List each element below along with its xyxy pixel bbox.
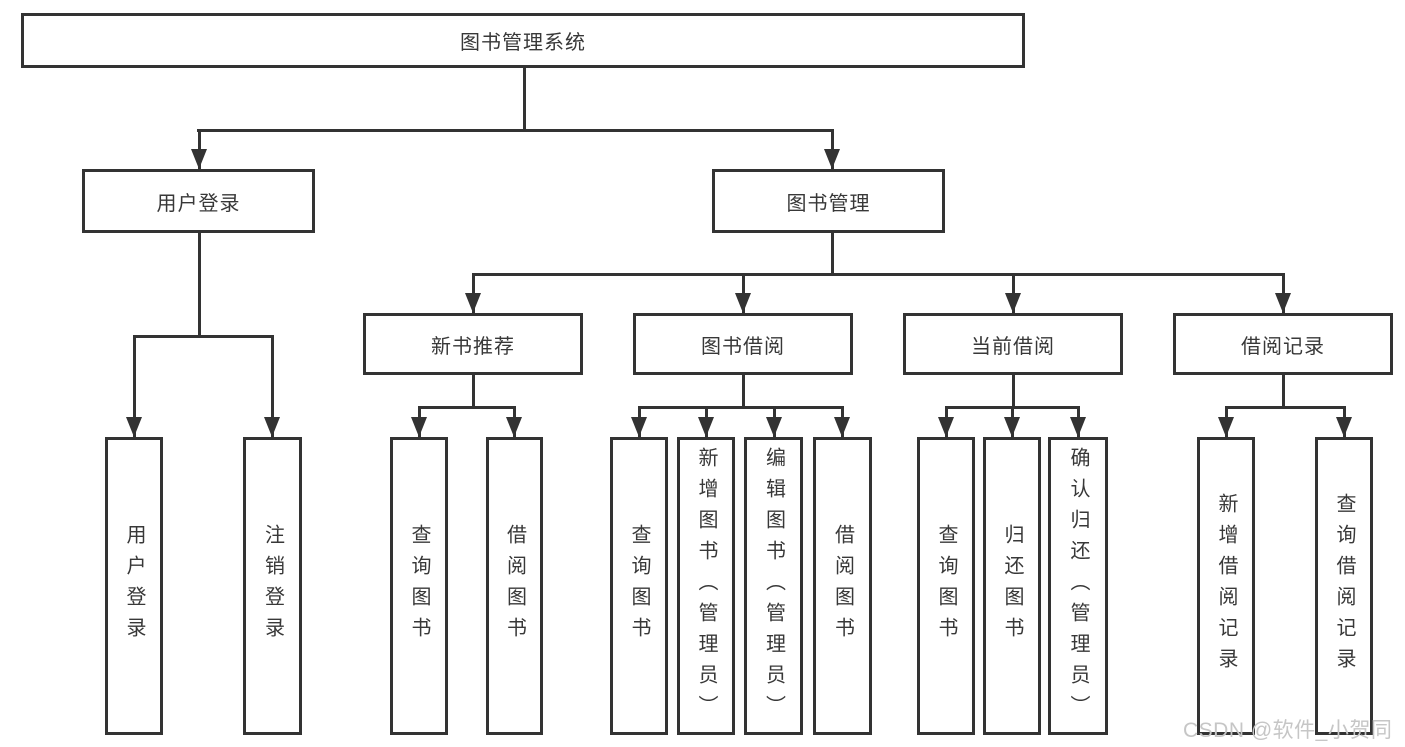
node-query-books-borrow: 查询图书	[610, 437, 668, 735]
leaf-label: 编辑图书（管理员）	[762, 446, 785, 726]
node-book-borrowing: 图书借阅	[633, 313, 853, 375]
node-book-management: 图书管理	[712, 169, 945, 233]
node-query-books-current: 查询图书	[917, 437, 975, 735]
arrow-down-icon	[766, 406, 782, 437]
leaf-label: 新增借阅记录	[1215, 493, 1237, 679]
connector-line	[197, 233, 201, 338]
connector-line	[637, 406, 844, 409]
arrow-down-icon	[126, 335, 142, 437]
arrow-down-icon	[1070, 406, 1086, 437]
node-add-book-admin: 新增图书（管理员）	[677, 437, 735, 735]
connector-line	[417, 406, 516, 409]
arrow-down-icon	[264, 335, 280, 437]
connector-line	[523, 68, 526, 131]
arrow-down-icon	[631, 406, 647, 437]
connector-line	[471, 273, 1285, 276]
node-user-login: 用户登录	[82, 169, 315, 233]
leaf-label: 新增图书（管理员）	[695, 446, 717, 726]
node-borrowing-records: 借阅记录	[1173, 313, 1393, 375]
connector-line	[741, 375, 745, 409]
leaf-label: 查询图书	[408, 524, 430, 648]
node-library-management-system: 图书管理系统	[21, 13, 1025, 68]
node-new-book-recommendation: 新书推荐	[363, 313, 583, 375]
node-add-borrow-record: 新增借阅记录	[1197, 437, 1255, 735]
connector-line	[197, 129, 834, 132]
node-return-books: 归还图书	[983, 437, 1041, 735]
arrow-down-icon	[1218, 406, 1234, 437]
leaf-label: 查询借阅记录	[1333, 493, 1355, 679]
leaf-label: 借阅图书	[503, 524, 526, 648]
node-borrow-books-recommend: 借阅图书	[486, 437, 543, 735]
leaf-label: 确认归还（管理员）	[1067, 446, 1089, 726]
node-logout: 注销登录	[243, 437, 302, 735]
connector-line	[830, 233, 834, 276]
leaf-label: 查询图书	[628, 524, 650, 648]
node-edit-book-admin: 编辑图书（管理员）	[744, 437, 803, 735]
arrow-down-icon	[698, 406, 714, 437]
arrow-down-icon	[735, 273, 751, 313]
node-query-books-recommend: 查询图书	[390, 437, 448, 735]
leaf-label: 注销登录	[261, 524, 284, 648]
arrow-down-icon	[1275, 273, 1291, 313]
connector-line	[132, 335, 274, 338]
connector-line	[1011, 375, 1015, 409]
arrow-down-icon	[506, 406, 522, 437]
arrow-down-icon	[191, 129, 207, 169]
arrow-down-icon	[1336, 406, 1352, 437]
arrow-down-icon	[465, 273, 481, 313]
connector-line	[1224, 406, 1346, 409]
node-current-borrowing: 当前借阅	[903, 313, 1123, 375]
node-confirm-return-admin: 确认归还（管理员）	[1048, 437, 1108, 735]
leaf-label: 借阅图书	[831, 524, 854, 648]
arrow-down-icon	[411, 406, 427, 437]
leaf-label: 查询图书	[935, 524, 957, 648]
arrow-down-icon	[1004, 406, 1020, 437]
leaf-label: 归还图书	[1001, 524, 1023, 648]
csdn-watermark: CSDN @软件_小贺同学	[1183, 719, 1393, 742]
connector-line	[471, 375, 475, 409]
node-query-borrow-record: 查询借阅记录	[1315, 437, 1373, 735]
connector-line	[1281, 375, 1285, 409]
arrow-down-icon	[834, 406, 850, 437]
arrow-down-icon	[1005, 273, 1021, 313]
leaf-label: 用户登录	[123, 524, 145, 648]
node-borrow-books-borrow: 借阅图书	[813, 437, 872, 735]
arrow-down-icon	[824, 129, 840, 169]
arrow-down-icon	[938, 406, 954, 437]
node-user-login-leaf: 用户登录	[105, 437, 163, 735]
